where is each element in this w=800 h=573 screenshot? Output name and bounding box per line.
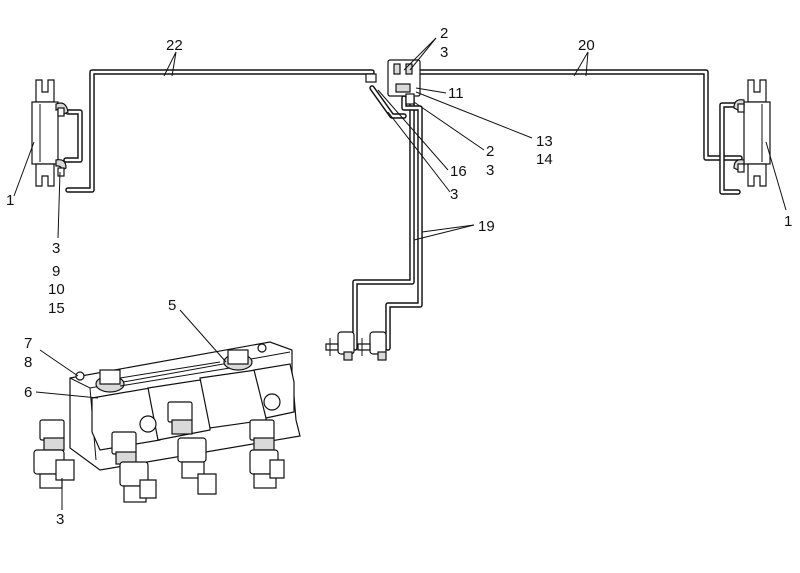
- callout-11: 11: [448, 85, 464, 102]
- callout-9: 9: [52, 263, 60, 280]
- callout-15: 15: [48, 300, 65, 317]
- callout-3-low: 3: [450, 186, 458, 203]
- fitting-1: [33, 419, 75, 489]
- callout-10: 10: [48, 281, 65, 298]
- valve-bank-assembly: [33, 341, 301, 503]
- callout-3-bottom: 3: [56, 511, 64, 528]
- leader-lines: [13, 37, 787, 510]
- fitting-3: [167, 401, 217, 495]
- hose-16: [369, 85, 407, 119]
- callout-8: 8: [24, 354, 32, 371]
- hose-20: [417, 69, 743, 195]
- hose-22: [63, 69, 375, 193]
- small-valve-right: [357, 331, 387, 361]
- hose-19: [352, 95, 423, 351]
- callout-1-left: 1: [6, 192, 14, 209]
- callout-13: 13: [536, 133, 553, 150]
- callout-3-mid: 3: [486, 162, 494, 179]
- callout-3-top: 3: [440, 44, 448, 61]
- valve-block-11: [365, 59, 421, 105]
- right-cylinder: [733, 79, 771, 187]
- callout-2-mid: 2: [486, 143, 494, 160]
- callout-22: 22: [166, 37, 183, 54]
- left-cylinder: [31, 79, 69, 187]
- callout-16: 16: [450, 163, 467, 180]
- callout-6: 6: [24, 384, 32, 401]
- callout-1-right: 1: [784, 213, 792, 230]
- fitting-2: [111, 431, 157, 503]
- callout-7: 7: [24, 335, 32, 352]
- callout-2-top: 2: [440, 25, 448, 42]
- fitting-4: [249, 419, 285, 489]
- small-valve-left: [325, 331, 355, 361]
- callout-14: 14: [536, 151, 553, 168]
- callout-5: 5: [168, 297, 176, 314]
- callout-20: 20: [578, 37, 595, 54]
- callout-3-left: 3: [52, 240, 60, 257]
- callout-labels: 22 20 2 3 11 13 14 2 3 16 3 19 1 1 3 9 1…: [6, 25, 792, 528]
- callout-19: 19: [478, 218, 495, 235]
